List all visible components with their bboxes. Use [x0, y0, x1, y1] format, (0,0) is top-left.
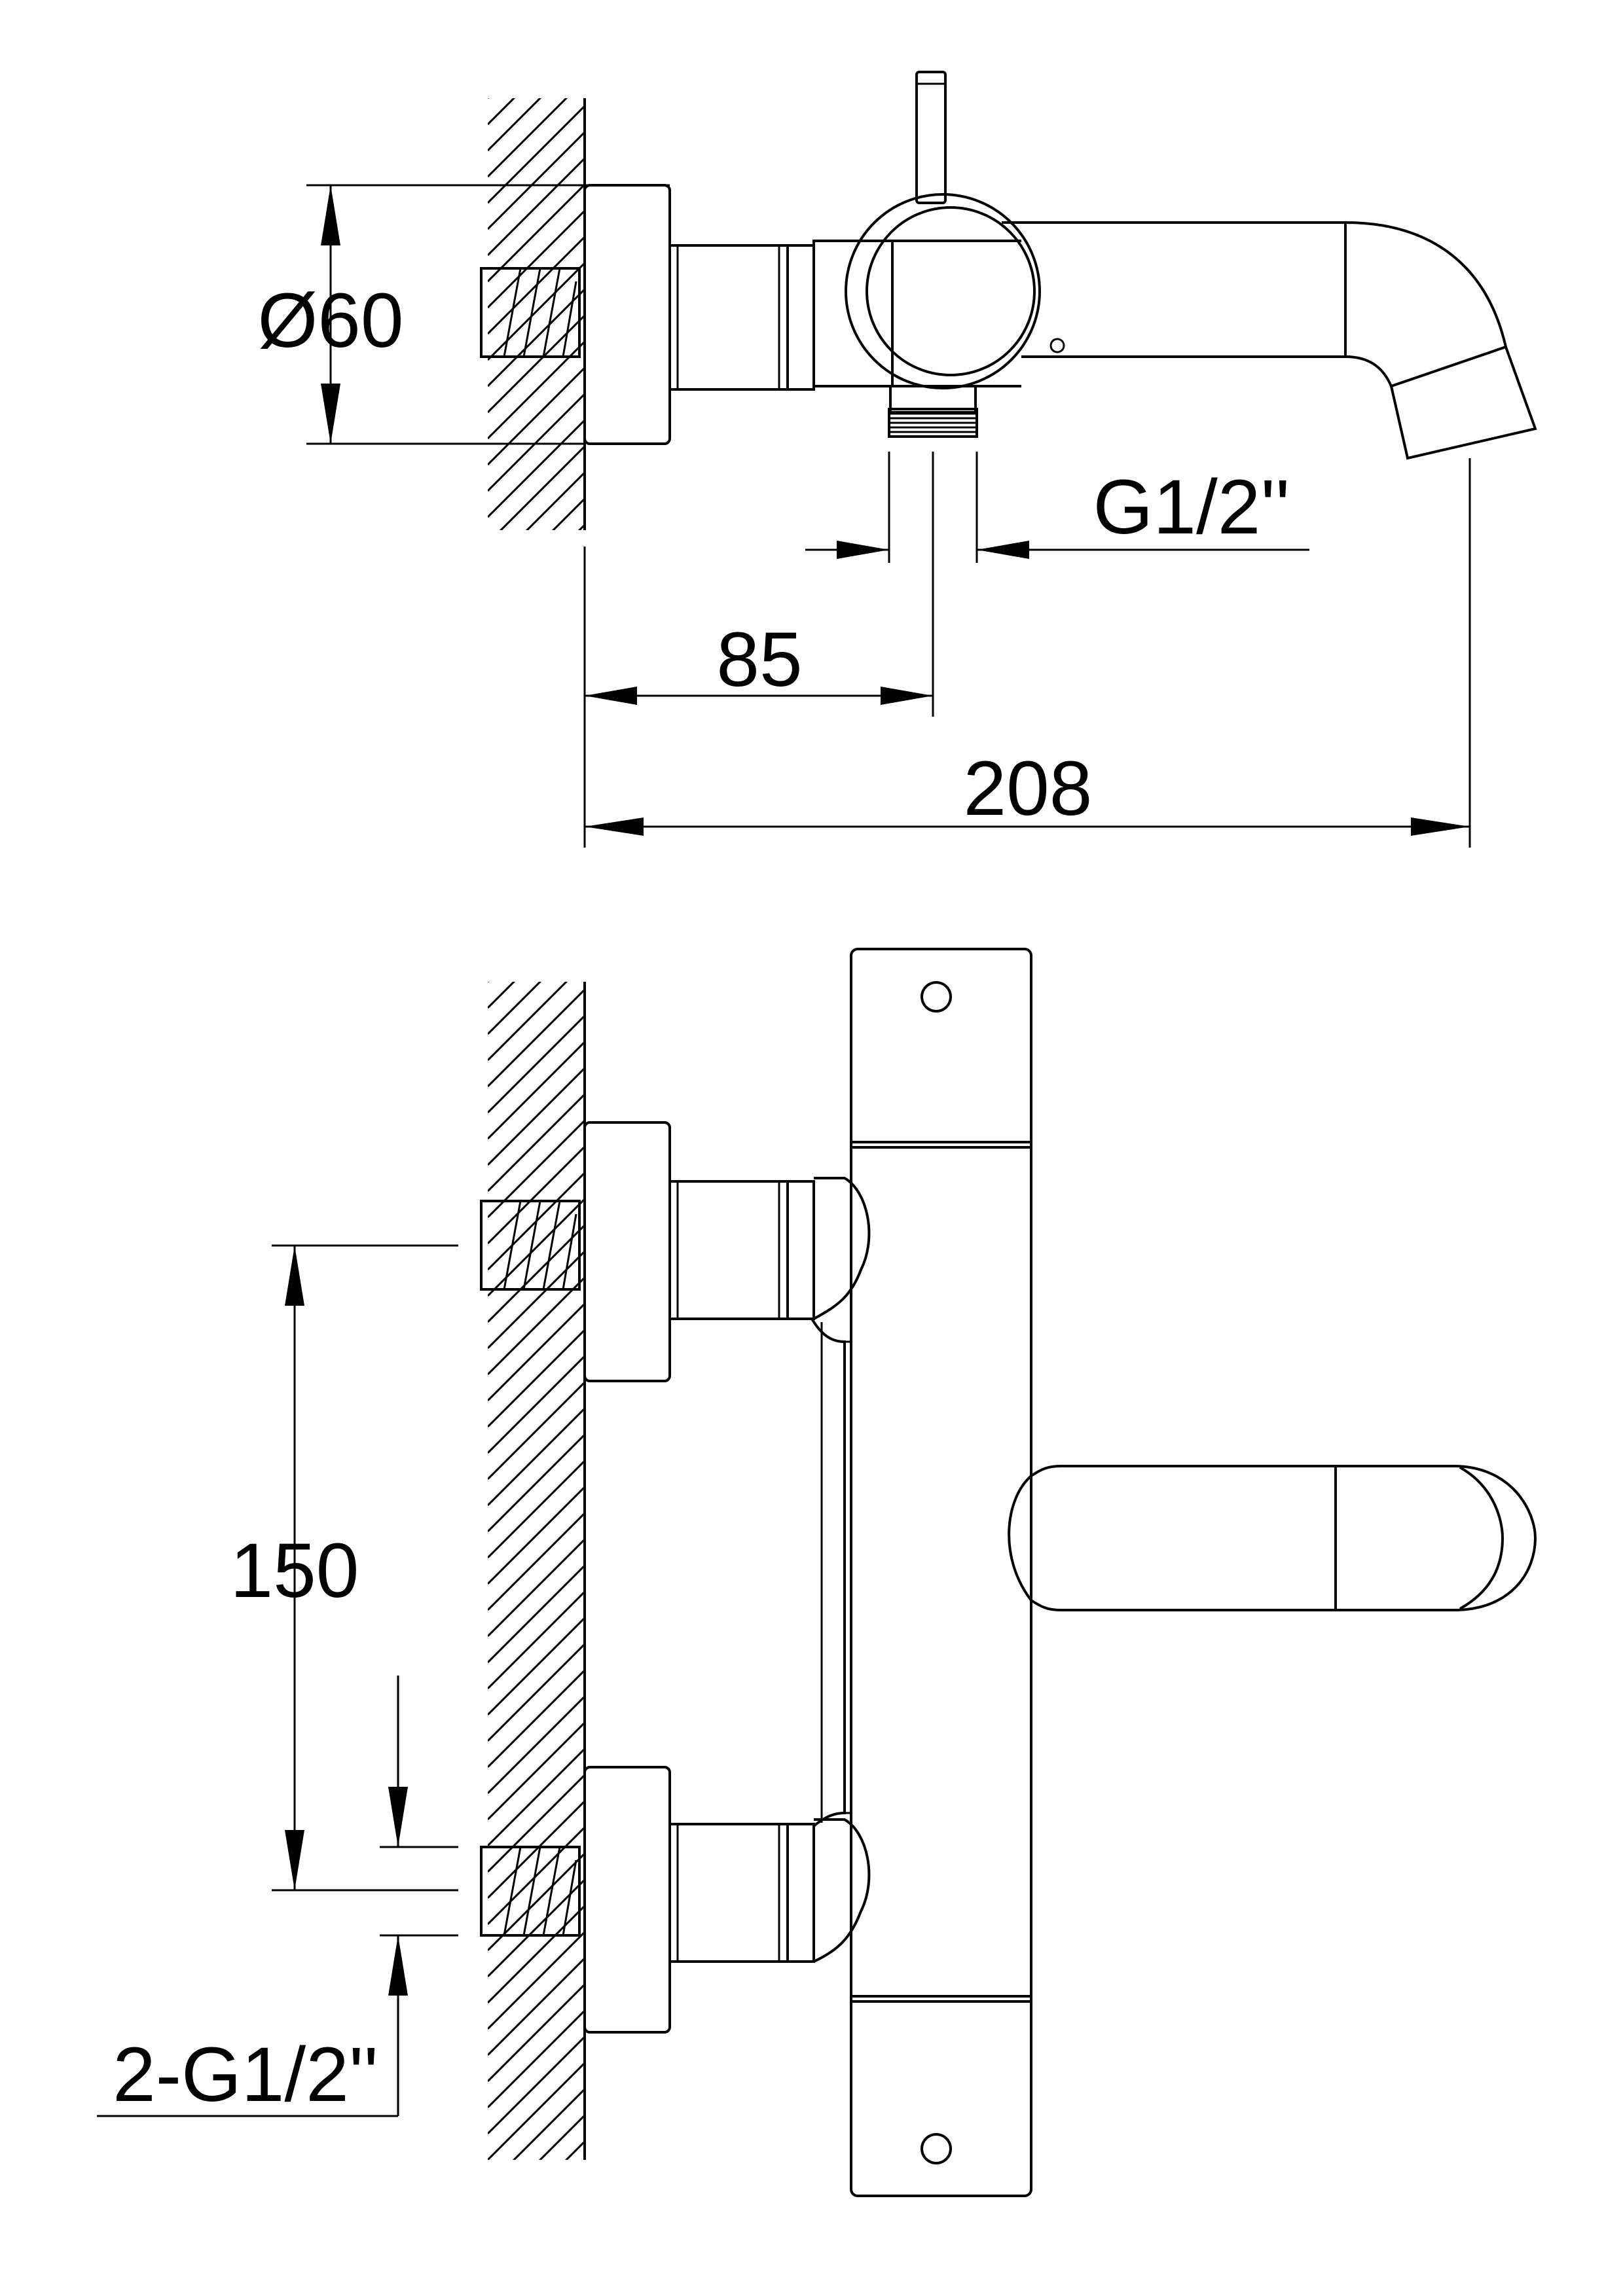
hatch-line	[488, 1537, 586, 1638]
hatch-line	[488, 287, 586, 387]
hatch-line	[488, 1249, 586, 1350]
hatch-line	[488, 982, 568, 1062]
hatch-line	[488, 1092, 586, 1193]
hatch-line	[488, 1327, 586, 1428]
hatch-line	[488, 156, 586, 257]
projection-label: 208	[964, 745, 1093, 832]
hatch-line	[488, 418, 586, 518]
diameter-dimension: Ø60	[257, 184, 670, 445]
hatch-line	[488, 365, 586, 466]
outlet-thread-dimension: G1/2''	[805, 452, 1309, 563]
wall-thread-top	[480, 267, 581, 358]
hatch-line	[488, 982, 516, 1009]
offset-dimension: 85	[583, 452, 934, 848]
hatch-line	[488, 1066, 586, 1166]
hatch-line	[488, 1668, 586, 1768]
hatch-line	[488, 339, 586, 440]
hatch-line	[488, 1615, 586, 1716]
spout-front	[1008, 1465, 1537, 1611]
diameter-label: Ø60	[257, 278, 403, 364]
hatch-line	[488, 182, 586, 283]
hatch-line	[488, 1799, 586, 1899]
hatch-line	[488, 1458, 586, 1559]
hatch-line	[488, 208, 586, 309]
hatch-line	[488, 103, 586, 204]
inlet-spacing-dimension: 150	[230, 1244, 458, 1892]
escutcheon-top	[583, 184, 671, 445]
hatch-line	[488, 1563, 586, 1664]
hatch-line	[488, 1118, 586, 1219]
hatch-line	[564, 2139, 586, 2160]
side-view: Ø60 G1/2'' 85 208	[257, 71, 1537, 848]
hatch-line	[488, 2166, 586, 2265]
hatch-line	[488, 1694, 586, 1795]
hatch-line	[488, 1511, 586, 1611]
hatch-line	[512, 2087, 586, 2160]
hatch-line	[488, 1406, 586, 1507]
hatch-line	[488, 98, 568, 178]
hatch-line	[488, 1039, 586, 1140]
connector-top	[668, 244, 815, 391]
hatch-line	[488, 1196, 586, 1297]
hatch-line	[488, 987, 586, 1088]
hatch-line	[577, 522, 586, 530]
lower-inlet	[480, 1766, 871, 2034]
hatch-line	[488, 1746, 586, 1847]
hatch-line	[488, 1301, 586, 1402]
outlet-thread-side	[888, 385, 978, 438]
hatch-line	[488, 1956, 586, 2056]
hatch-line	[488, 130, 586, 230]
spout-side	[1002, 221, 1537, 460]
hatch-line	[488, 1223, 586, 1323]
hatch-line	[488, 1589, 586, 1690]
hatch-line	[488, 2060, 586, 2160]
hatch-line	[488, 2008, 586, 2109]
lever-side	[915, 71, 947, 204]
hatch-line	[488, 1380, 586, 1480]
hatch-line	[499, 444, 586, 530]
hatch-line	[488, 1641, 586, 1742]
hatch-line	[488, 1825, 586, 1926]
hatch-line	[488, 982, 542, 1035]
hatch-line	[488, 98, 516, 126]
mixer-body-side	[812, 193, 1041, 389]
hatch-line	[488, 1484, 586, 1585]
hatch-line	[488, 1013, 586, 1114]
hatch-line	[488, 1354, 586, 1454]
hatch-line	[488, 1903, 586, 2004]
offset-label: 85	[716, 617, 802, 703]
hatch-line	[551, 496, 586, 530]
outlet-thread-label: G1/2''	[1093, 464, 1290, 550]
hatch-line	[488, 1772, 586, 1873]
hatch-line	[488, 391, 586, 492]
thermostat-bar	[850, 948, 1032, 2197]
front-view: 150 2-G1/2''	[97, 948, 1537, 2265]
hatch-line	[488, 2034, 586, 2135]
wall-hatching-bottom	[488, 982, 586, 2265]
hatch-line	[488, 1275, 586, 1376]
hatch-line	[488, 1432, 586, 1533]
hatch-line	[488, 260, 586, 361]
hatch-line	[488, 98, 490, 99]
upper-inlet	[480, 1121, 871, 1382]
inlet-spacing-label: 150	[230, 1528, 359, 1614]
inlet-thread-dimension: 2-G1/2''	[97, 1676, 458, 2118]
hatch-line	[488, 1929, 586, 2030]
hatch-line	[488, 98, 542, 152]
connecting-rail	[811, 1318, 851, 1827]
hatch-line	[488, 982, 490, 983]
hatch-line	[525, 470, 586, 530]
hatch-line	[488, 1982, 586, 2083]
projection-dimension: 208	[585, 458, 1471, 848]
inlet-thread-label: 2-G1/2''	[113, 2032, 378, 2118]
hatch-line	[488, 1144, 586, 1245]
hatch-line	[488, 1720, 586, 1821]
hatch-line	[538, 2113, 586, 2160]
hatch-line	[488, 313, 586, 414]
